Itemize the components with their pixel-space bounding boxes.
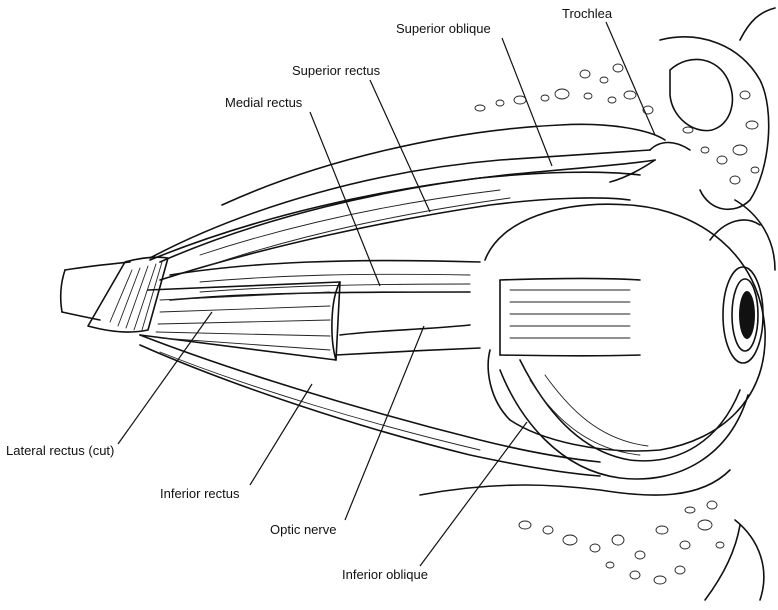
leader-lines [118, 22, 655, 566]
inferior-oblique-muscle [500, 360, 748, 479]
annulus-band [88, 257, 168, 332]
eyeball [485, 204, 765, 451]
optic-nerve [336, 325, 480, 355]
label-inferior-oblique: Inferior oblique [342, 567, 428, 582]
label-trochlea: Trochlea [562, 6, 612, 21]
label-inferior-rectus: Inferior rectus [160, 486, 239, 501]
superior-rectus-muscle [150, 172, 640, 280]
label-medial-rectus: Medial rectus [225, 95, 302, 110]
orbit-bone [222, 8, 775, 600]
superior-oblique-muscle [150, 143, 690, 263]
label-superior-oblique: Superior oblique [396, 21, 491, 36]
label-optic-nerve: Optic nerve [270, 522, 336, 537]
label-superior-rectus: Superior rectus [292, 63, 380, 78]
medial-rectus-muscle [170, 261, 480, 300]
label-lateral-rectus-cut: Lateral rectus (cut) [6, 443, 114, 458]
